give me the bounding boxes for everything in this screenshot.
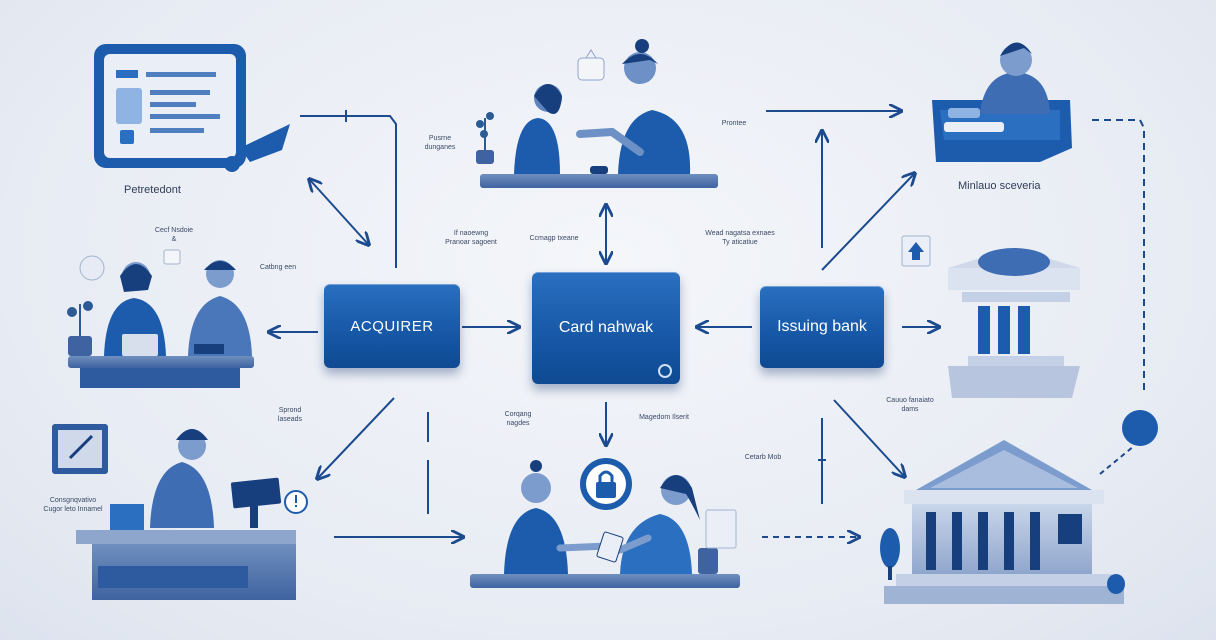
flow-label: Corqang nagdes	[504, 411, 532, 427]
flow-label: Prontee	[721, 120, 747, 127]
line-cardholder-to-dot	[1092, 119, 1145, 390]
flow-label: If naoewng Pranoar sagoent	[445, 230, 497, 246]
acquirer-node[interactable]: ACQUIRER	[324, 284, 460, 368]
flow-label: Wead nagatsa exnaes Ty aticatiue	[705, 230, 775, 246]
flow-label: Catbng een	[259, 264, 297, 271]
flow-label: Sprond laseads	[277, 407, 303, 423]
arrow-issuer-to-bank-down	[833, 399, 904, 476]
customers-illustration	[67, 249, 254, 388]
issuing-bank-node[interactable]: Issuing bank	[760, 286, 884, 368]
flow-label: Cetarb Mob	[744, 454, 782, 461]
connector-ticks	[345, 110, 826, 461]
card-network-label: Card nahwak	[558, 319, 654, 336]
flow-label: Magedom Ilserit	[639, 414, 689, 421]
issuer-bank-illustration	[901, 235, 1080, 398]
flow-label: Cauuo fanaiato dams	[886, 397, 934, 413]
arrow-acquirer-to-terminal	[310, 180, 368, 244]
issuing-bank-label: Issuing bank	[777, 318, 867, 335]
arrow-terminal-to-acquirer	[300, 115, 397, 268]
merchant-illustration	[476, 39, 718, 188]
arrow-issuer-to-cardholder	[821, 174, 914, 271]
pos-illustration	[52, 424, 308, 600]
flow-label: Ccmagp txeane	[529, 235, 579, 242]
card-handoff-illustration	[470, 458, 740, 588]
cardholder-illustration	[932, 42, 1072, 162]
arrow-acquirer-down-left	[318, 397, 395, 478]
flow-label: Pusrne dunganes	[424, 135, 456, 151]
search-icon	[658, 364, 672, 378]
caption-terminal: Petretedont	[124, 184, 181, 196]
card-network-node[interactable]: Card nahwak	[532, 272, 680, 384]
line-dot-to-bank	[1099, 445, 1135, 475]
caption-cardholder: Minlauo sceveria	[958, 180, 1041, 192]
terminal-illustration	[94, 44, 290, 172]
flow-label: Consgnqvativo Cugor leto Innamel	[43, 497, 103, 513]
acquirer-label: ACQUIRER	[350, 317, 434, 335]
flow-label: Cecf Nsdoie &	[154, 227, 194, 243]
acquiring-bank-illustration	[880, 410, 1158, 604]
